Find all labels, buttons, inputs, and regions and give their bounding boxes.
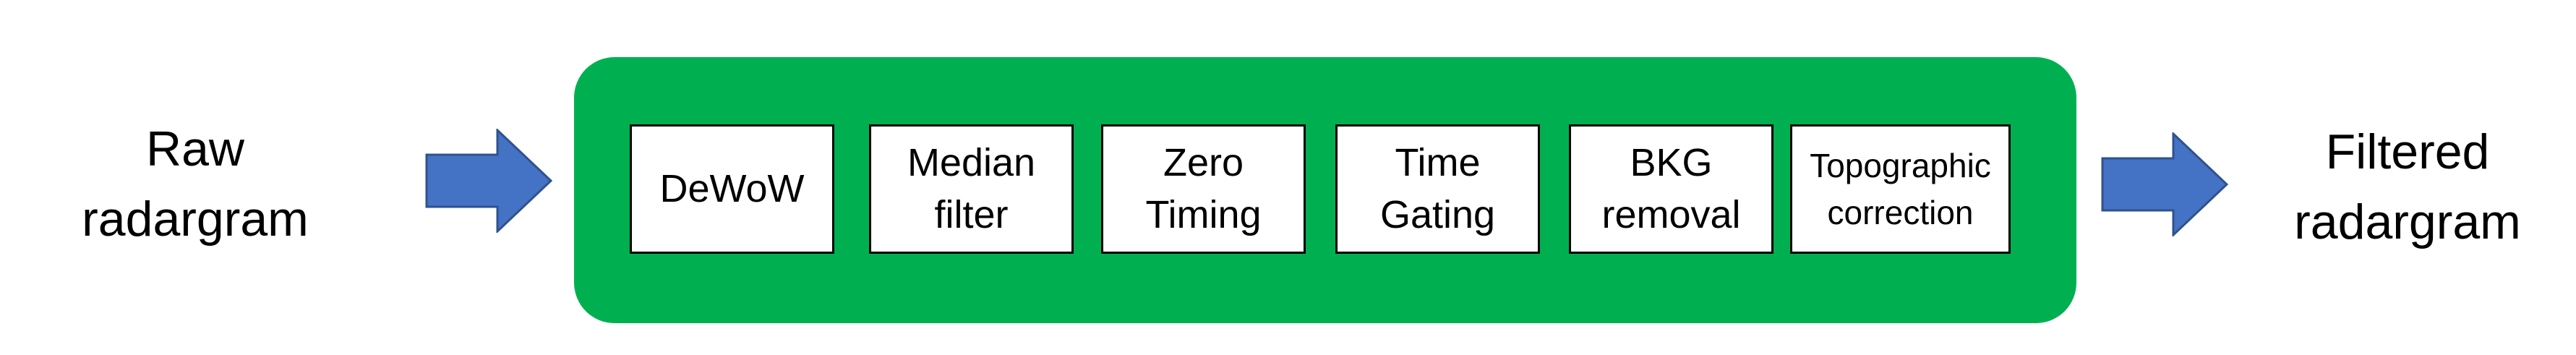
step-dewow: DeWoW [630, 124, 834, 254]
step-bkg-removal-line-1: BKG [1630, 141, 1713, 185]
step-zero-timing-line-2: Timing [1145, 192, 1262, 236]
step-zero-timing-line-1: Zero [1163, 141, 1244, 185]
processing-pipeline: DeWoW Median filter Zero Timing Time Gat… [574, 57, 2076, 323]
output-label: Filtered radargram [2256, 117, 2559, 257]
step-time-gating: Time Gating [1335, 124, 1540, 254]
step-dewow-label: DeWoW [659, 166, 805, 210]
input-arrow-icon [425, 129, 552, 233]
step-topographic-correction: Topographic correction [1790, 124, 2011, 254]
step-median-filter-line-2: filter [934, 192, 1009, 236]
step-bkg-removal: BKG removal [1569, 124, 1773, 254]
input-label-line-1: Raw [145, 121, 245, 176]
output-label-line-1: Filtered [2325, 124, 2490, 179]
step-median-filter-line-1: Median [907, 141, 1036, 185]
step-time-gating-line-1: Time [1395, 141, 1481, 185]
step-topographic-correction-line-2: correction [1827, 193, 1974, 231]
output-arrow-icon [2101, 132, 2228, 236]
output-label-line-2: radargram [2294, 194, 2521, 249]
input-label: Raw radargram [43, 114, 347, 254]
step-topographic-correction-line-1: Topographic [1810, 147, 1991, 185]
step-time-gating-line-2: Gating [1379, 192, 1496, 236]
step-median-filter: Median filter [869, 124, 1074, 254]
step-zero-timing: Zero Timing [1101, 124, 1306, 254]
input-label-line-2: radargram [82, 191, 309, 247]
step-bkg-removal-line-2: removal [1601, 192, 1741, 236]
